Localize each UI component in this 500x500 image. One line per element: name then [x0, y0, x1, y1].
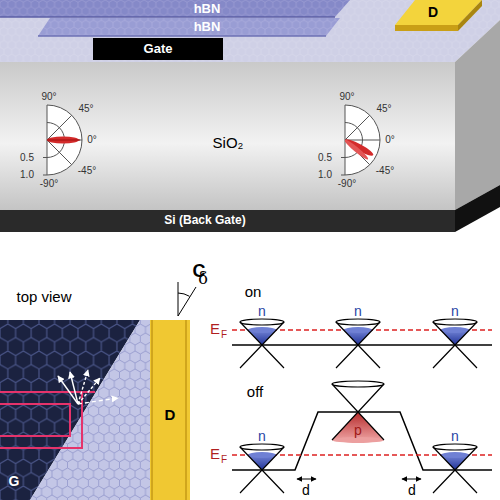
dimension-label: d: [408, 482, 416, 498]
carrier-label: p: [354, 422, 362, 438]
scale-label: 0.5: [20, 152, 34, 164]
panel-label: C: [193, 261, 206, 282]
node-text: Si (Back Gate): [164, 214, 245, 228]
angle-label: 90°: [41, 91, 56, 103]
angle-label: -45°: [78, 165, 96, 177]
state-label: off: [247, 383, 263, 400]
node-text: hBN: [194, 2, 221, 17]
scale-label: 0.5: [318, 152, 332, 164]
angle-label: 45°: [376, 103, 391, 115]
node-text: D: [165, 406, 176, 423]
back-gate-layer: Si (Back Gate): [162, 212, 247, 230]
fermi-level-label: E: [210, 320, 220, 337]
angle-label: -90°: [338, 178, 356, 190]
drain-contact: D: [426, 2, 440, 22]
sio2-layer: SiO₂: [211, 132, 246, 153]
fermi-level-label: E: [210, 445, 220, 462]
carrier-label: n: [451, 303, 459, 319]
fermi-subscript: F: [221, 329, 227, 341]
scale-label: 1.0: [318, 169, 332, 181]
hbn-layer: hBN: [192, 18, 223, 37]
state-label: on: [245, 283, 262, 300]
angle-label: 0°: [87, 134, 97, 146]
dimension-label: d: [302, 482, 310, 498]
carrier-label: n: [354, 303, 362, 319]
node-text: D: [428, 4, 438, 20]
gate-label: G: [9, 473, 20, 489]
fermi-subscript: F: [221, 454, 227, 466]
node-text: SiO₂: [213, 134, 244, 151]
angle-label: 0°: [385, 134, 395, 146]
angle-label: 90°: [339, 91, 354, 103]
angle-label: 45°: [78, 103, 93, 115]
view-label: top view: [16, 288, 71, 305]
node-text: hBN: [194, 20, 221, 35]
angle-label: -45°: [376, 165, 394, 177]
drain-contact: D: [163, 404, 178, 425]
angle-label: -90°: [40, 178, 58, 190]
hbn-layer: hBN: [192, 0, 223, 18]
carrier-label: n: [258, 303, 266, 319]
node-text: Gate: [144, 42, 173, 57]
gate-electrode: Gate: [93, 38, 223, 60]
carrier-label: n: [258, 428, 266, 444]
scale-label: 1.0: [20, 169, 34, 181]
carrier-label: n: [451, 428, 459, 444]
